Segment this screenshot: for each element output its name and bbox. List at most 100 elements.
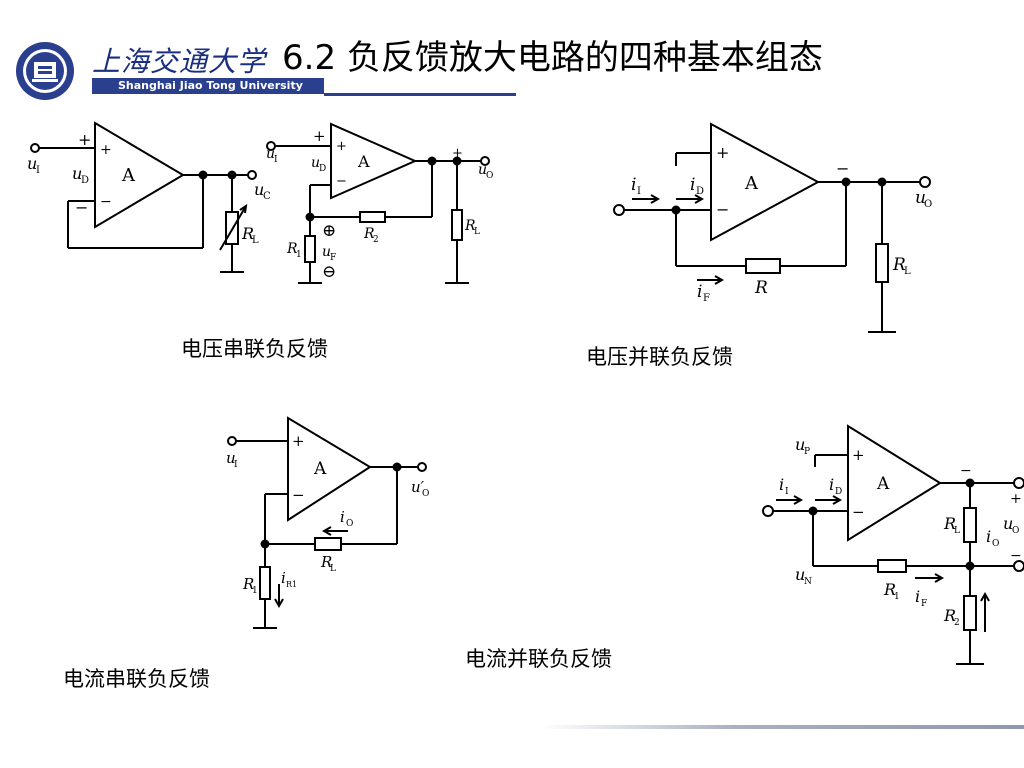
- slide-title: 6.2 负反馈放大电路的四种基本组态: [282, 38, 823, 78]
- circuit-label: R: [943, 514, 956, 533]
- circuit-label: −: [292, 486, 305, 504]
- circuit-current-series: [227, 416, 427, 629]
- circuit-label: u: [72, 164, 82, 183]
- circuit-current-shunt: [762, 424, 1024, 665]
- circuit-label: u: [27, 154, 37, 173]
- circuit-label: R: [943, 606, 956, 625]
- circuit-label: R: [286, 241, 298, 257]
- circuit-label: i: [281, 569, 286, 587]
- circuit-label: R: [242, 575, 254, 593]
- circuit-label: −: [852, 503, 865, 521]
- circuit-label: R: [883, 580, 896, 599]
- circuit-label: +: [336, 139, 347, 154]
- circuit-label: R: [892, 255, 906, 275]
- circuit-label: u: [226, 449, 236, 467]
- circuit-label: +: [716, 143, 729, 162]
- circuit-label: L: [330, 564, 336, 574]
- circuit-label: u′: [411, 478, 425, 496]
- circuit-label: F: [330, 253, 336, 263]
- circuit-label: A: [357, 152, 370, 171]
- footer-divider: [540, 725, 1024, 729]
- circuit-label: D: [319, 164, 326, 174]
- circuit-voltage-shunt-labels: + − A − i I i D u O R L R i F: [631, 143, 932, 304]
- circuit-voltage-series-r1r2: [266, 122, 490, 284]
- caption-voltage-series: 电压串联负反馈: [181, 337, 328, 361]
- circuit-label: L: [954, 526, 960, 536]
- circuit-current-shunt-labels: + − A − + − u P i I i D u O R L i O u N …: [779, 435, 1022, 628]
- caption-current-shunt: 电流并联负反馈: [465, 647, 612, 671]
- circuit-label: ⊕: [322, 221, 336, 241]
- circuit-label: −: [960, 463, 972, 479]
- circuit-label: L: [474, 227, 480, 237]
- circuit-label: u: [478, 162, 487, 178]
- circuit-label: i: [697, 282, 702, 302]
- circuit-label: +: [852, 446, 865, 464]
- circuit-label: 2: [954, 618, 960, 628]
- circuit-label: N: [804, 577, 812, 587]
- circuit-label: i: [915, 587, 920, 606]
- circuit-voltage-shunt: [613, 122, 931, 333]
- circuit-current-series-labels: + − A u I u′ O i O R L R 1 i R1: [226, 432, 429, 596]
- circuit-label: i: [829, 475, 834, 494]
- circuit-label: −: [313, 176, 326, 194]
- circuit-label: −: [1010, 548, 1022, 564]
- logo-english-bar: [92, 78, 324, 94]
- circuit-label: ⊖: [322, 262, 336, 282]
- circuit-label: u: [254, 180, 264, 199]
- circuit-label: A: [313, 459, 327, 479]
- circuit-label: R: [320, 553, 332, 571]
- circuit-label: D: [696, 186, 704, 197]
- circuit-label: L: [252, 235, 259, 246]
- circuit-label: u: [311, 155, 320, 171]
- logo-chinese-name: 上海交通大学: [92, 45, 267, 78]
- circuit-label: −: [100, 194, 112, 210]
- circuit-label: i: [340, 508, 345, 526]
- circuit-label: I: [637, 186, 641, 197]
- circuit-label: R: [754, 278, 768, 298]
- circuit-label: −: [75, 198, 88, 217]
- circuit-label: 1: [894, 592, 900, 602]
- circuit-label: A: [876, 474, 890, 494]
- circuit-label: −: [716, 200, 729, 219]
- circuit-label: O: [924, 199, 932, 210]
- caption-current-series: 电流串联负反馈: [63, 667, 210, 691]
- circuit-label: u: [915, 188, 926, 208]
- circuit-label: O: [486, 171, 493, 181]
- circuit-label: u: [795, 435, 805, 454]
- circuit-label: 2: [373, 235, 379, 245]
- circuit-label: O: [992, 539, 999, 549]
- circuit-label: I: [274, 155, 278, 165]
- circuit-label: L: [904, 266, 911, 277]
- circuit-label: u: [266, 146, 275, 162]
- circuit-label: +: [313, 127, 326, 145]
- circuit-label: R: [241, 224, 254, 243]
- circuit-label: A: [121, 165, 136, 186]
- circuit-label: −: [336, 174, 347, 189]
- circuit-label: +: [1010, 491, 1022, 507]
- circuit-label: i: [779, 475, 784, 494]
- circuit-label: u: [1003, 514, 1013, 533]
- circuit-label: 1: [252, 586, 258, 596]
- circuit-label: O: [1012, 526, 1019, 536]
- circuit-label: −: [836, 159, 849, 178]
- circuit-label: I: [234, 460, 238, 470]
- circuit-label: D: [81, 175, 89, 186]
- circuit-label: F: [921, 599, 927, 609]
- circuit-label: O: [422, 489, 429, 499]
- circuit-label: R: [464, 218, 476, 234]
- circuit-label: u: [795, 565, 805, 584]
- circuit-label: D: [835, 487, 842, 497]
- circuit-label: i: [986, 527, 991, 546]
- circuit-label: u: [322, 244, 331, 260]
- circuit-label: +: [78, 130, 91, 149]
- circuit-label: +: [100, 142, 112, 158]
- circuit-label: R: [363, 226, 375, 242]
- circuit-label: A: [744, 173, 759, 194]
- circuit-label: 1: [296, 250, 302, 260]
- circuit-label: C: [263, 191, 271, 202]
- circuit-label: i: [690, 175, 695, 195]
- circuit-label: R1: [286, 580, 297, 589]
- circuit-voltage-series-basic-labels: + + − − A u I u D u C R L: [27, 130, 271, 246]
- logo-english-name: Shanghai Jiao Tong University: [118, 79, 303, 92]
